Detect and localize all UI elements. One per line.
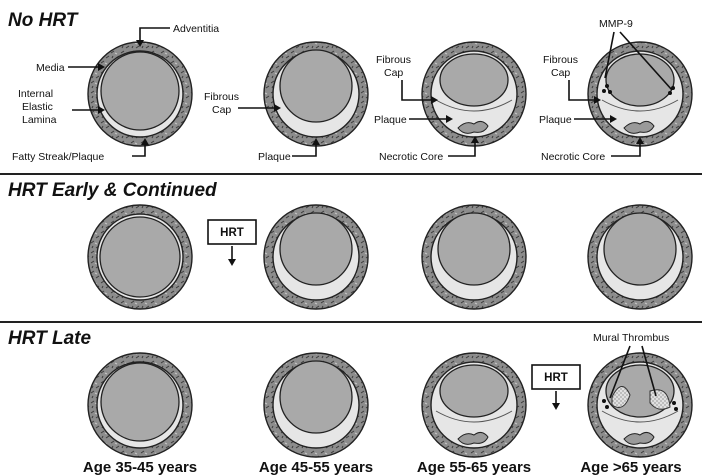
lumen	[438, 213, 510, 285]
lumen	[440, 54, 508, 106]
age-label-65-plus: Age >65 years	[580, 459, 681, 476]
lumen	[604, 213, 676, 285]
svg-text:Plaque: Plaque	[258, 151, 291, 163]
age-label-35-45: Age 35-45 years	[83, 459, 197, 476]
mmp9-dot	[605, 405, 609, 409]
svg-text:HRT: HRT	[220, 227, 244, 239]
section-title-no-hrt: No HRT	[8, 10, 79, 31]
svg-text:Necrotic Core: Necrotic Core	[379, 151, 443, 163]
svg-text:Cap: Cap	[384, 67, 403, 79]
section-title-hrt-late: HRT Late	[8, 328, 91, 349]
svg-text:Fibrous: Fibrous	[543, 54, 578, 66]
vessel-cross-section	[88, 42, 192, 146]
mmp9-dot	[672, 401, 676, 405]
vessel-cross-section	[88, 205, 192, 309]
media-label: Media	[36, 62, 65, 74]
lumen	[101, 363, 179, 441]
section-title-hrt-early: HRT Early & Continued	[8, 180, 217, 201]
svg-text:Cap: Cap	[551, 67, 570, 79]
hrt-start-marker-early: HRT	[208, 220, 256, 266]
svg-text:Lamina: Lamina	[22, 114, 57, 126]
lumen	[280, 213, 352, 285]
svg-text:Elastic: Elastic	[22, 101, 53, 113]
lumen	[280, 361, 352, 433]
vessel-cross-section	[88, 353, 192, 457]
lumen	[280, 50, 352, 122]
svg-text:Cap: Cap	[212, 104, 231, 116]
vessel-cross-section	[588, 205, 692, 309]
vessel-cross-sections	[88, 42, 692, 457]
vessel-cross-section	[264, 205, 368, 309]
mmp9-dot	[602, 399, 606, 403]
svg-text:HRT: HRT	[544, 372, 568, 384]
svg-text:Mural Thrombus: Mural Thrombus	[593, 332, 669, 344]
svg-text:Internal: Internal	[18, 88, 53, 100]
mmp9-dot	[602, 89, 606, 93]
lumen	[100, 217, 180, 297]
svg-text:Fibrous: Fibrous	[204, 91, 239, 103]
svg-text:Plaque: Plaque	[374, 114, 407, 126]
vessel-cross-section	[264, 353, 368, 457]
vessel-cross-section	[264, 42, 368, 146]
vessel-cross-section	[588, 353, 692, 457]
vessel-cross-section	[422, 353, 526, 457]
age-label-55-65: Age 55-65 years	[417, 459, 531, 476]
lumen	[440, 365, 508, 417]
adventitia-label: Adventitia	[173, 23, 219, 35]
mmp9-dot	[608, 90, 612, 94]
svg-text:MMP-9: MMP-9	[599, 18, 633, 30]
mmp9-dot	[674, 407, 678, 411]
vessel-cross-section	[422, 42, 526, 146]
vessel-cross-section	[588, 42, 692, 146]
vessel-cross-section	[422, 205, 526, 309]
fatty-streak-label: Fatty Streak/Plaque	[12, 151, 104, 163]
svg-text:Necrotic Core: Necrotic Core	[541, 151, 605, 163]
svg-text:Plaque: Plaque	[539, 114, 572, 126]
age-label-45-55: Age 45-55 years	[259, 459, 373, 476]
svg-text:Fibrous: Fibrous	[376, 54, 411, 66]
hrt-start-marker-late: HRT	[532, 365, 580, 410]
mmp9-dot	[668, 91, 672, 95]
mmp9-dot	[605, 84, 609, 88]
lumen	[101, 52, 179, 130]
